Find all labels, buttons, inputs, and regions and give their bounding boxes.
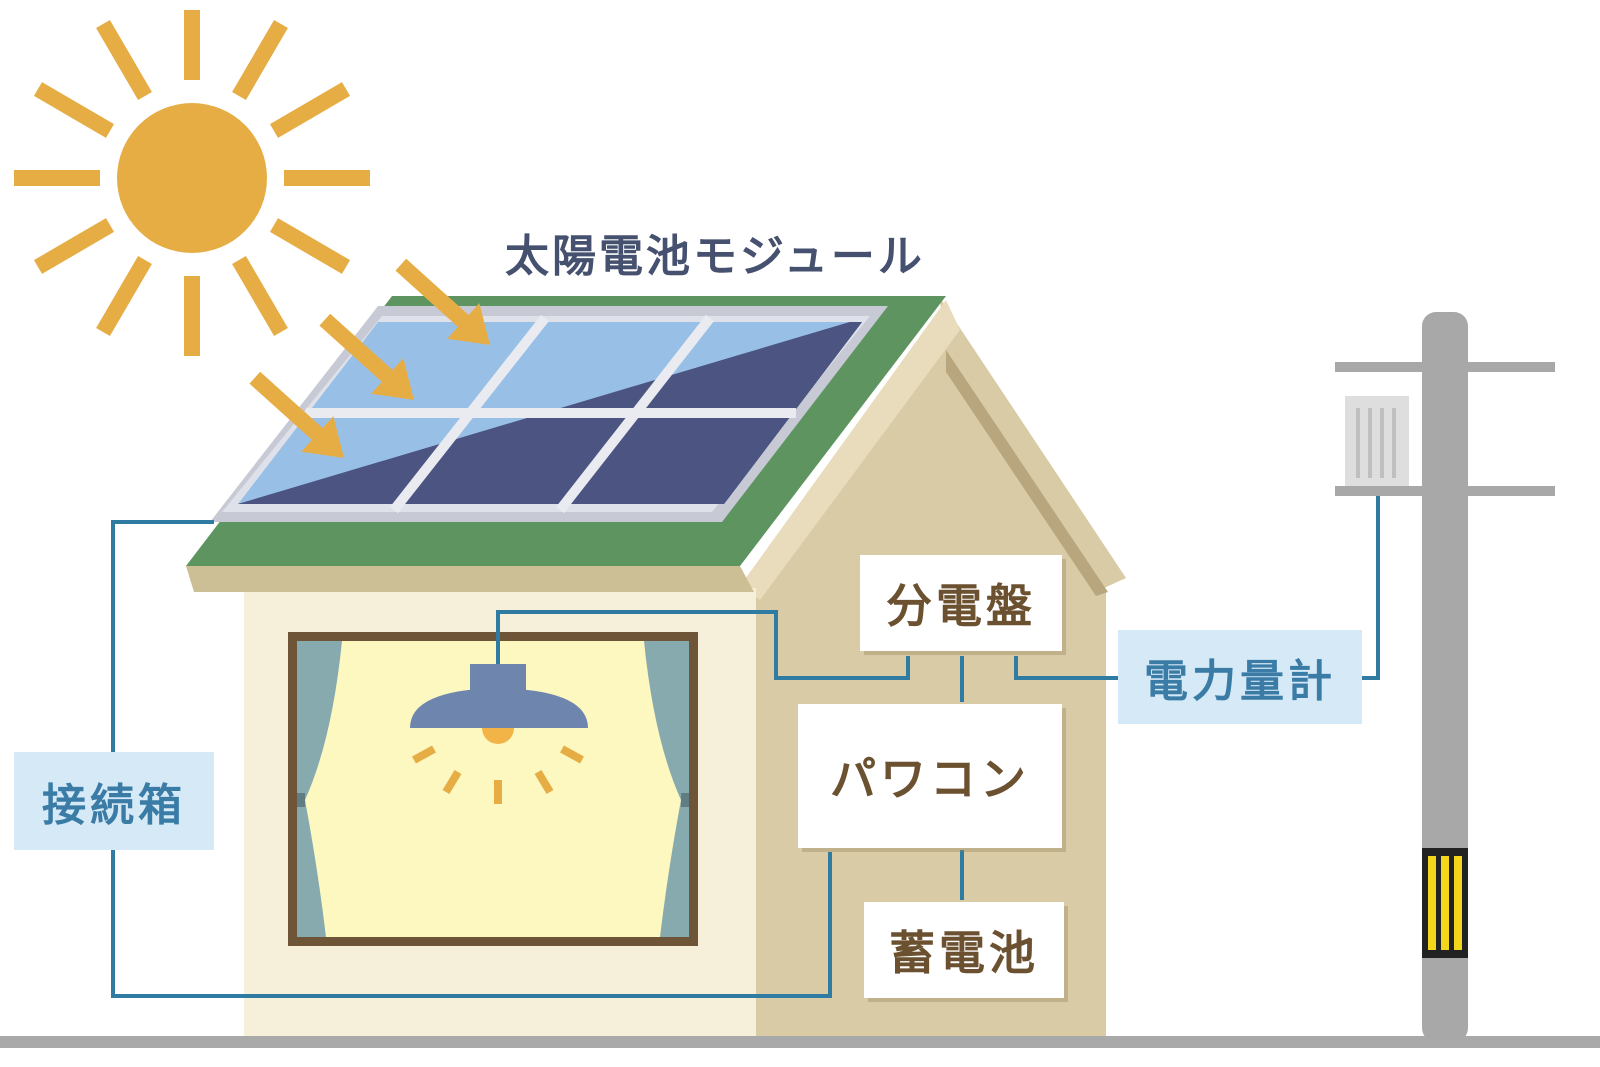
house-side: [740, 298, 1126, 1036]
power-meter-label: 電力量計: [1118, 630, 1362, 724]
wiring: [111, 496, 1380, 998]
diagram-title: 太陽電池モジュール: [505, 231, 925, 282]
storage-battery-label: 蓄電池: [864, 902, 1064, 998]
junction-box-label: 接続箱: [14, 752, 214, 850]
window: [288, 632, 698, 946]
ground-line: [0, 1036, 1600, 1048]
lamp-icon: [410, 640, 588, 804]
sunlight-arrows: [249, 258, 490, 458]
sun-icon: [14, 10, 370, 356]
distribution-board-label: 分電盤: [860, 555, 1062, 651]
utility-pole: [1335, 312, 1555, 1042]
power-conditioner-label: パワコン: [798, 704, 1062, 848]
